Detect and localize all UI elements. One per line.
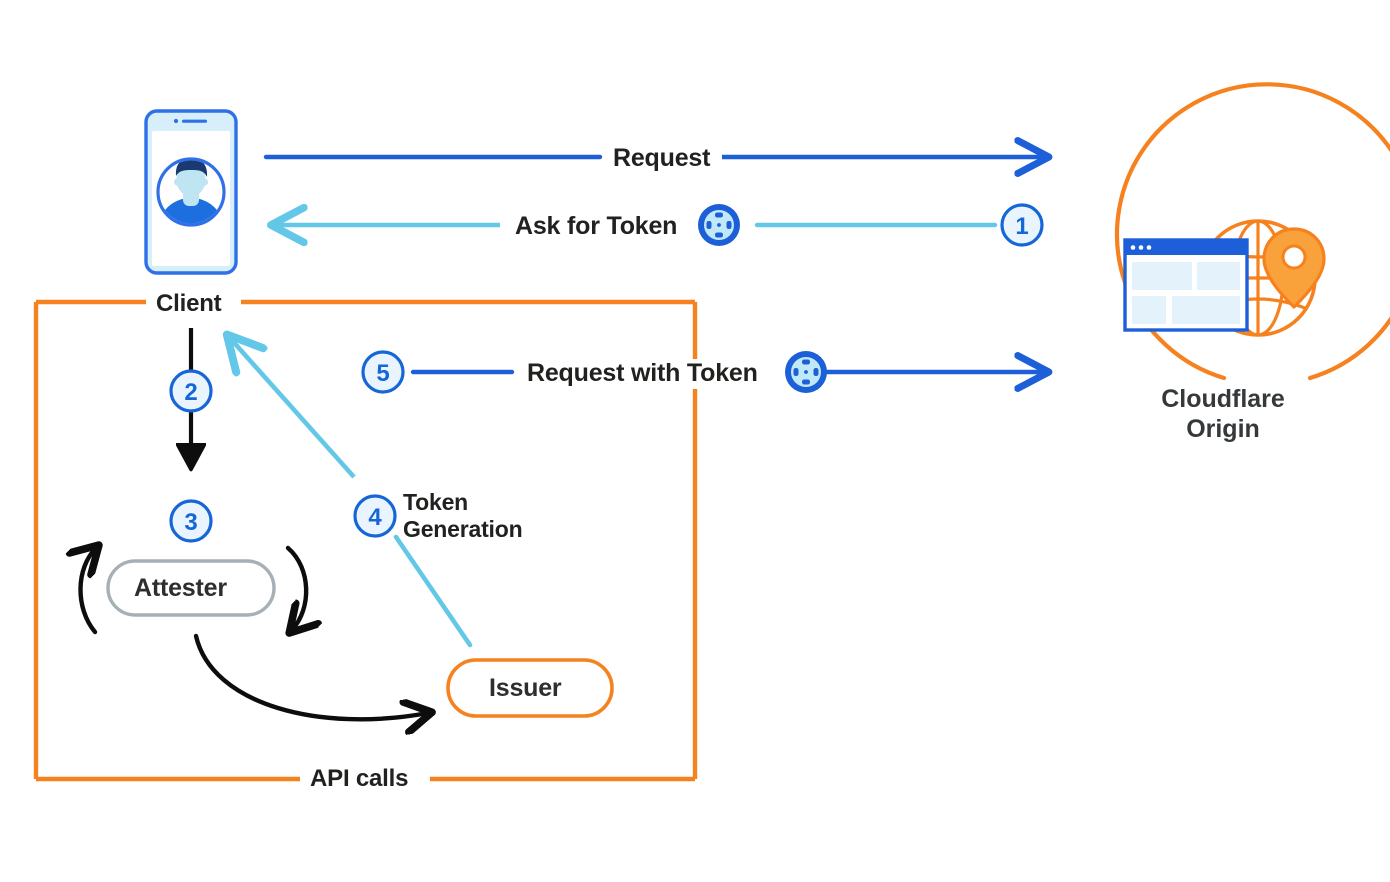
location-pin-icon <box>1262 227 1326 309</box>
step-badge-1-number: 1 <box>1015 213 1028 240</box>
browser-window-icon <box>1123 238 1249 332</box>
step-badge-5-number: 5 <box>376 360 389 387</box>
token-icon <box>698 204 740 246</box>
node-label-attester: Attester <box>134 574 227 602</box>
attester-loop-arrows <box>80 548 428 719</box>
step-badge-1: 1 <box>1000 203 1044 247</box>
node-label-client: Client <box>146 290 232 319</box>
flow-label-ask-for-token: Ask for Token <box>506 212 687 242</box>
step-badge-3: 3 <box>169 499 213 543</box>
step-badge-3-number: 3 <box>184 509 197 536</box>
flow-label-token-generation-line1: Token <box>403 489 469 515</box>
flow-label-token-generation-line2: Generation <box>403 516 523 542</box>
step-badge-4-number: 4 <box>368 504 382 531</box>
node-label-issuer: Issuer <box>489 674 562 702</box>
group-label-api-calls: API calls <box>300 765 419 794</box>
token-icon <box>785 351 827 393</box>
issuer-node[interactable] <box>446 658 614 718</box>
step-badge-5: 5 <box>361 350 405 394</box>
step-badge-4: 4 <box>353 494 397 538</box>
step-badge-2: 2 <box>169 369 213 413</box>
cloudflare-origin-icon <box>1114 82 1390 381</box>
attester-node[interactable] <box>106 559 276 617</box>
flow-label-request-with-token: Request with Token <box>518 359 767 389</box>
node-label-cloudflare-origin-line1: Cloudflare <box>1161 385 1285 413</box>
flow-token-generation-arrow <box>229 337 473 648</box>
step-badge-2-number: 2 <box>184 379 197 406</box>
node-label-cloudflare-origin-line2: Origin <box>1186 415 1260 443</box>
flow-label-request: Request <box>604 144 720 174</box>
user-avatar-icon <box>156 157 226 227</box>
mobile-phone-icon <box>144 109 238 275</box>
